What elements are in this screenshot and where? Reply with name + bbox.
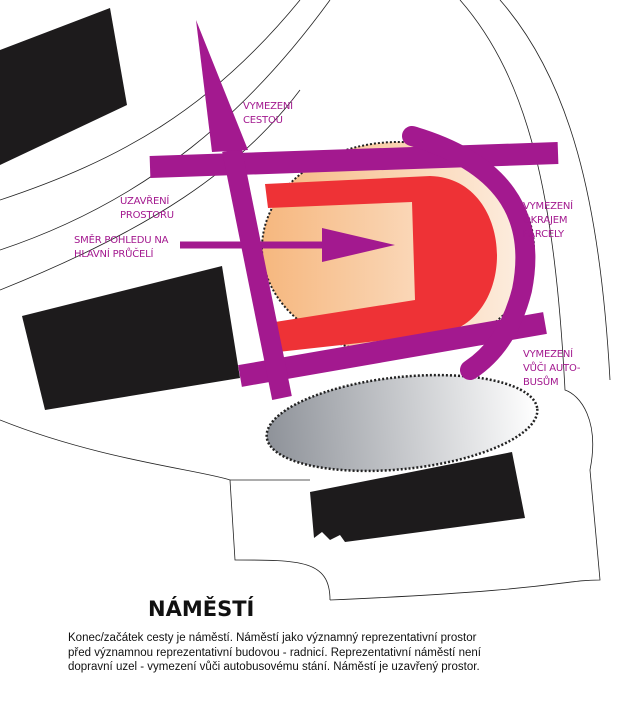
boundary-lines bbox=[149, 126, 559, 400]
label-line: VYMEZENÍ bbox=[243, 101, 293, 112]
building-top-left bbox=[0, 8, 127, 165]
label-line: OKRAJEM bbox=[523, 215, 568, 226]
label-line: BUSŮM bbox=[523, 377, 559, 388]
road-lines bbox=[0, 0, 611, 601]
label-uzavreni-prostoru: UZAVŘENÍ PROSTORU bbox=[120, 195, 174, 223]
label-vymezeni-cestou: VYMEZENÍ CESTOU bbox=[243, 100, 293, 128]
view-direction-arrow-icon bbox=[322, 228, 395, 262]
bus-parking-area bbox=[265, 373, 539, 473]
diagram-title: NÁMĚSTÍ bbox=[148, 597, 255, 621]
town-hall-outline bbox=[265, 176, 498, 352]
building-mid-left bbox=[22, 266, 240, 410]
diagram-description: Konec/začátek cesty je náměstí. Náměstí … bbox=[68, 632, 481, 673]
building-bottom bbox=[310, 452, 525, 542]
label-line: CESTOU bbox=[243, 115, 283, 126]
label-line: VYMEZENÍ bbox=[523, 201, 573, 212]
label-vymezeni-autobusum: VYMEZENÍ VŮČI AUTO- BUSŮM bbox=[523, 348, 581, 390]
label-line: HLAVNÍ PRŮČELÍ bbox=[74, 249, 154, 260]
label-line: SMĚR POHLEDU NA bbox=[74, 235, 169, 246]
label-line: VŮČI AUTO- bbox=[523, 363, 581, 374]
label-smer-pohledu: SMĚR POHLEDU NA HLAVNÍ PRŮČELÍ bbox=[74, 234, 168, 262]
buildings bbox=[0, 8, 525, 542]
label-line: VYMEZENÍ bbox=[523, 349, 573, 360]
label-line: PROSTORU bbox=[120, 210, 174, 221]
arrow-up-icon bbox=[196, 20, 248, 152]
label-vymezeni-okrajem: VYMEZENÍ OKRAJEM PARCELY bbox=[523, 200, 573, 242]
label-line: PARCELY bbox=[523, 229, 564, 240]
label-line: UZAVŘENÍ bbox=[120, 196, 170, 207]
